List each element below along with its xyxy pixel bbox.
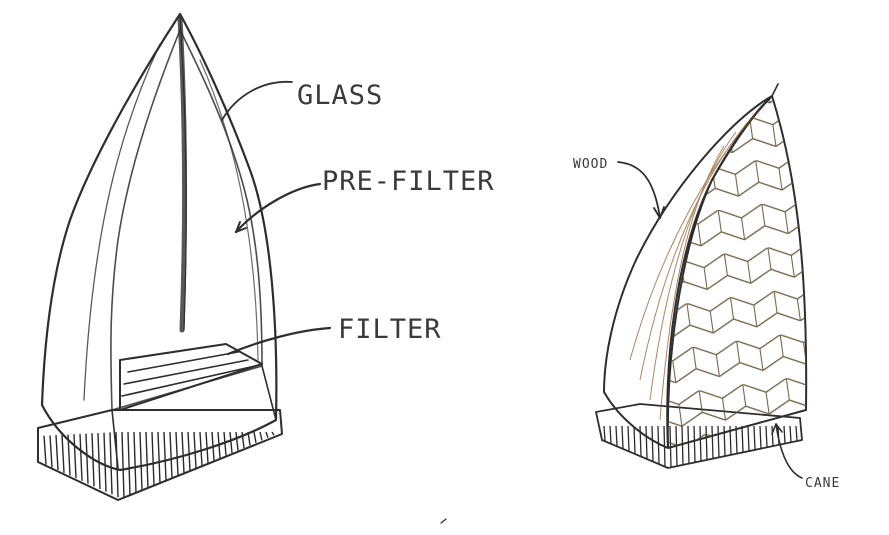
filter-leader xyxy=(226,326,332,356)
base-hatch-stroke xyxy=(229,431,233,454)
cane-label: CANE xyxy=(805,476,840,491)
base-hatch-stroke xyxy=(253,431,257,444)
base-hatch-stroke xyxy=(43,435,47,465)
filter-label: FILTER xyxy=(338,314,442,345)
glass-leader xyxy=(221,81,293,121)
base-hatch-stroke xyxy=(753,425,756,450)
base-hatch-stroke xyxy=(633,425,636,454)
leader-lines-right xyxy=(617,161,803,479)
base-hatch-stroke xyxy=(163,431,167,481)
stray-pencil-mark xyxy=(440,518,447,524)
base-hatch-stroke xyxy=(73,434,77,479)
base-hatch-stroke xyxy=(609,425,612,444)
base-hatch-stroke xyxy=(621,425,624,449)
base-hatch-stroke xyxy=(127,431,131,496)
base-hatch-stroke xyxy=(205,431,209,464)
base-hatch-stroke xyxy=(627,425,630,451)
glass-shell xyxy=(40,12,278,472)
base-hatch-stroke xyxy=(759,425,762,449)
base-hatch-stroke xyxy=(139,431,143,491)
base-hatch-stroke xyxy=(103,432,107,492)
base-hatch-stroke xyxy=(265,431,269,439)
base-hatch-stroke xyxy=(795,425,798,442)
base-plinth-left xyxy=(37,409,283,501)
base-hatch-stroke xyxy=(199,431,203,466)
base-hatch-stroke xyxy=(61,434,65,473)
wood-leader-arrowhead xyxy=(653,206,665,219)
base-hatch-stroke xyxy=(771,425,774,447)
base-hatch-stroke xyxy=(157,431,161,484)
base-hatch-stroke xyxy=(151,431,155,486)
glass-label: GLASS xyxy=(297,80,383,111)
base-hatch-stroke xyxy=(121,431,125,499)
base-hatch-stroke xyxy=(657,425,660,464)
base-hatch-stroke xyxy=(735,425,738,454)
pre-filter-leader xyxy=(234,182,322,234)
base-hatch-stroke xyxy=(615,425,618,446)
base-hatch-stroke xyxy=(55,435,59,471)
base-hatch-stroke xyxy=(639,425,642,456)
base-hatch-stroke xyxy=(85,433,89,484)
base-hatch-stroke xyxy=(235,431,239,451)
pre-filter-leader-arrowhead xyxy=(235,221,247,233)
cane-leader xyxy=(775,423,803,479)
base-hatch-stroke xyxy=(79,433,83,481)
base-hatch-stroke xyxy=(271,431,275,436)
leader-lines-left xyxy=(221,81,332,356)
cane-leader-arrowhead xyxy=(771,423,783,435)
base-hatch-stroke xyxy=(181,431,185,474)
base-hatch-stroke xyxy=(747,425,750,452)
base-hatch-stroke xyxy=(49,435,53,468)
base-hatch-stroke xyxy=(241,431,245,449)
wood-cane-purifier-sketch xyxy=(595,83,808,469)
pre-filter-label: PRE-FILTER xyxy=(322,166,495,197)
wood-leader xyxy=(617,161,661,219)
base-hatch-stroke xyxy=(259,431,263,441)
base-hatch-stroke xyxy=(97,432,101,490)
glass-purifier-sketch xyxy=(37,12,283,501)
base-hatch-stroke xyxy=(187,431,191,471)
base-hatch-stroke xyxy=(193,431,197,469)
base-hatch-stroke xyxy=(765,425,768,448)
wood-label: WOOD xyxy=(573,157,608,172)
base-hatch-stroke xyxy=(145,431,149,489)
base-hatch-stroke xyxy=(741,425,744,453)
base-hatch-stroke xyxy=(109,432,113,495)
base-hatch-stroke xyxy=(645,425,648,459)
base-hatch-stroke xyxy=(789,425,792,443)
wood-grain xyxy=(629,109,761,421)
base-plinth-right xyxy=(595,403,803,469)
base-hatch-stroke xyxy=(603,425,606,441)
filter-tray xyxy=(119,343,263,411)
wood-panel xyxy=(603,95,773,449)
base-hatch-stroke xyxy=(783,425,786,444)
base-hatch-stroke xyxy=(169,431,173,479)
base-hatch-stroke xyxy=(651,425,654,462)
base-hatch-stroke xyxy=(175,431,179,476)
base-hatch-stroke xyxy=(133,431,137,494)
